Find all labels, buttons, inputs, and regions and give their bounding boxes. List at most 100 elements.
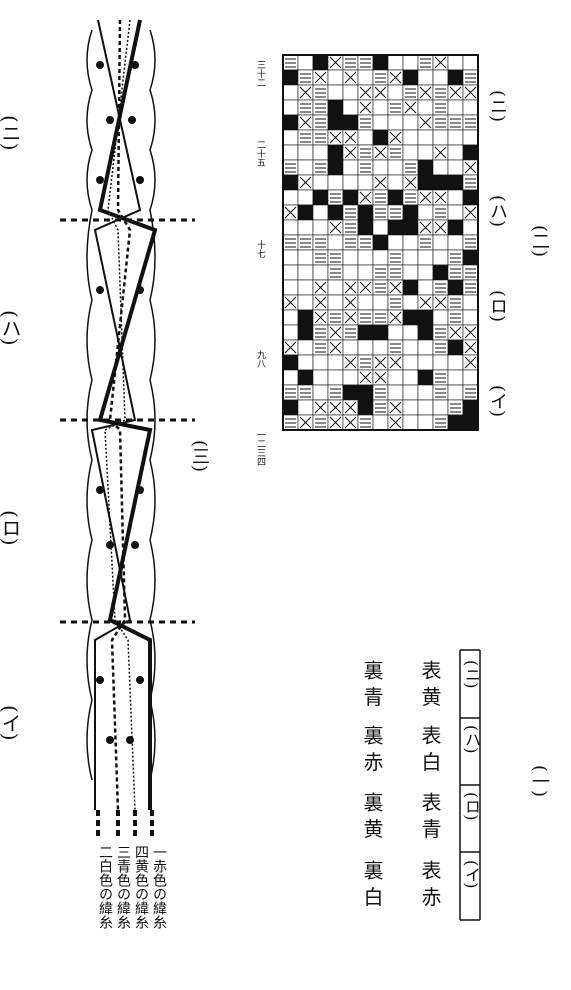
- grid-cell: [402, 309, 419, 326]
- grid-cell: [432, 264, 449, 281]
- grid-cell: [297, 264, 314, 281]
- grid-cell: [357, 384, 374, 401]
- grid-cell: [342, 264, 359, 281]
- grid-cell: [402, 324, 419, 341]
- grid-cell: [372, 324, 389, 341]
- grid-cell: [417, 309, 434, 326]
- grid-label-ni: (ニ): [487, 90, 508, 123]
- grid-cell: [402, 264, 419, 281]
- grid-label-i: (イ): [487, 385, 508, 418]
- grid-cell: [387, 189, 404, 206]
- grid-cell: [462, 369, 479, 386]
- grid-cell: [312, 144, 329, 161]
- grid-cell: [447, 234, 464, 251]
- grid-cell: [327, 114, 344, 131]
- grid-cell: [402, 204, 419, 221]
- table-omote-ni: 表 黄: [418, 660, 442, 707]
- grid-cell: [417, 174, 434, 191]
- grid-cell: [357, 264, 374, 281]
- grid-cell: [432, 249, 449, 266]
- grid-cell: [312, 54, 329, 71]
- grid-cell: [402, 384, 419, 401]
- grid-cell: [282, 99, 299, 116]
- table-label-ni: (ニ): [462, 660, 481, 689]
- grid-cell: [357, 129, 374, 146]
- figure-label-1: (一): [529, 765, 550, 798]
- grid-cell: [372, 414, 389, 431]
- table-label-i: (イ): [462, 860, 481, 889]
- grid-cell: [327, 369, 344, 386]
- grid-cell: [372, 99, 389, 116]
- grid-cell: [297, 219, 314, 236]
- grid-cell: [402, 219, 419, 236]
- weave-dots: [96, 61, 144, 744]
- grid-cell: [387, 324, 404, 341]
- grid-cell: [387, 84, 404, 101]
- grid-cell: [282, 174, 299, 191]
- table-omote-ro: 表 青: [418, 792, 442, 839]
- table-frame: [459, 649, 481, 921]
- grid-cell: [342, 249, 359, 266]
- grid-cell: [417, 144, 434, 161]
- grid-cell: [282, 249, 299, 266]
- grid-cell: [357, 69, 374, 86]
- grid-cell: [447, 369, 464, 386]
- grid-cell: [297, 324, 314, 341]
- grid-cell: [402, 54, 419, 71]
- grid-cell: [327, 294, 344, 311]
- grid-label-ro: (ロ): [487, 290, 508, 323]
- grid-border: [282, 54, 479, 431]
- table-label-ro: (ロ): [462, 792, 481, 821]
- grid-cell: [372, 294, 389, 311]
- grid-cell: [402, 339, 419, 356]
- grid-cell: [372, 339, 389, 356]
- grid-cell: [312, 204, 329, 221]
- section-label-ro: (ロ): [0, 510, 22, 546]
- grid-cell: [402, 144, 419, 161]
- grid-cell: [282, 144, 299, 161]
- grid-cell: [312, 384, 329, 401]
- table-ura-i: 裏 白: [360, 860, 384, 907]
- grid-cell: [402, 399, 419, 416]
- grid-cell: [417, 369, 434, 386]
- grid-cell: [417, 399, 434, 416]
- grid-cell: [282, 219, 299, 236]
- grid-cell: [402, 354, 419, 371]
- grid-cell: [327, 279, 344, 296]
- table-ura-ha: 裏 赤: [360, 725, 384, 772]
- grid-cell: [417, 249, 434, 266]
- grid-cell: [342, 369, 359, 386]
- grid-cell: [342, 114, 359, 131]
- grid-cell: [357, 204, 374, 221]
- grid-cell: [417, 279, 434, 296]
- grid-cell: [417, 339, 434, 356]
- grid-cell: [342, 99, 359, 116]
- grid-cell: [417, 204, 434, 221]
- table-ura-ro: 裏 黄: [360, 792, 384, 839]
- grid-cell: [297, 204, 314, 221]
- grid-cell: [417, 69, 434, 86]
- grid-cell: [447, 159, 464, 176]
- grid-cell: [297, 309, 314, 326]
- grid-cell: [402, 279, 419, 296]
- grid-cell: [282, 354, 299, 371]
- grid-cell: [417, 354, 434, 371]
- section-label-ha: (ハ): [0, 310, 22, 346]
- grid-cell: [357, 339, 374, 356]
- grid-cell: [327, 144, 344, 161]
- grid-cell: [372, 234, 389, 251]
- grid-cell: [447, 354, 464, 371]
- grid-row-label: 十七: [255, 240, 265, 258]
- grid-cell: [447, 279, 464, 296]
- grid-row-label: 九八: [255, 350, 265, 368]
- grid-cell: [282, 129, 299, 146]
- grid-cell: [402, 69, 419, 86]
- grid-cell: [462, 294, 479, 311]
- grid-cell: [387, 234, 404, 251]
- grid-cell: [462, 54, 479, 71]
- grid-cell: [297, 369, 314, 386]
- grid-cell: [282, 84, 299, 101]
- grid-cell: [387, 114, 404, 131]
- grid-cell: [372, 219, 389, 236]
- grid-cell: [387, 369, 404, 386]
